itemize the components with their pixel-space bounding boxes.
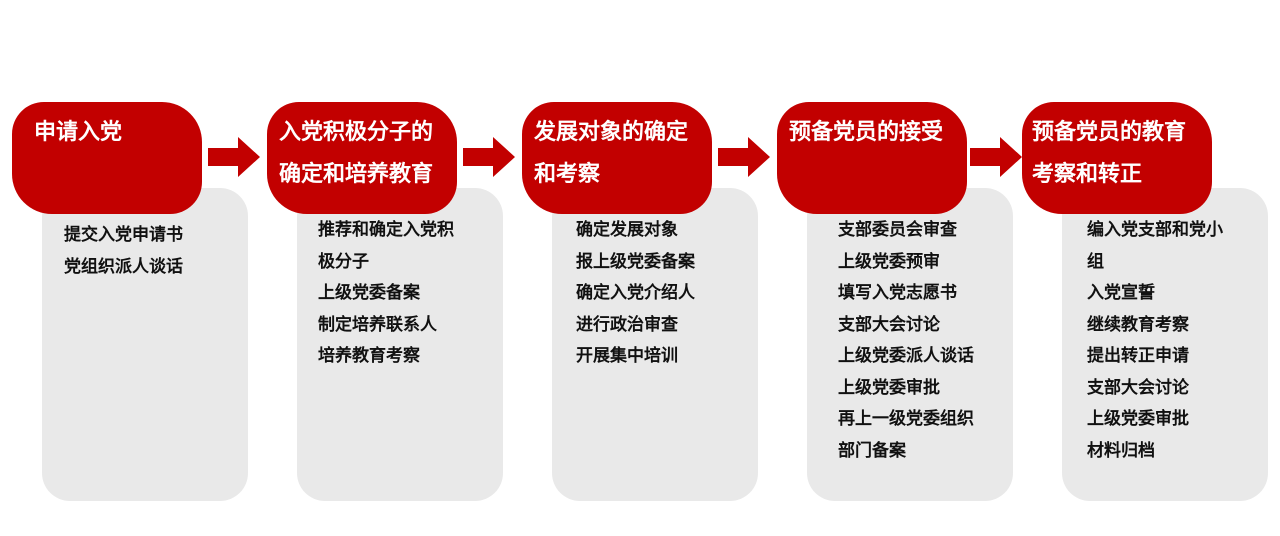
stage-title: 预备党员的教育 <box>1032 119 1187 145</box>
stage-title: 考察和转正 <box>1032 161 1143 187</box>
stage-title: 和考察 <box>534 161 601 187</box>
stage-title-box: 预备党员的接受 <box>777 102 967 214</box>
step-item: 极分子 <box>318 251 369 272</box>
step-item: 部门备案 <box>838 440 906 461</box>
step-item: 确定入党介绍人 <box>576 283 695 303</box>
right-arrow-icon <box>970 137 1022 177</box>
step-list: 推荐和确定入党积 极分子 上级党委备案 制定培养联系人 培养教育考察 <box>318 215 454 373</box>
stage-title: 发展对象的确定 <box>534 119 689 145</box>
step-item: 支部大会讨论 <box>838 314 940 335</box>
step-item: 支部委员会审查 <box>838 220 957 240</box>
stage-title: 确定和培养教育 <box>279 161 434 187</box>
stage-title: 申请入党 <box>34 119 123 145</box>
step-item: 开展集中培训 <box>576 346 678 366</box>
step-item: 上级党委审批 <box>838 377 940 398</box>
right-arrow-icon <box>718 137 770 177</box>
step-item: 确定发展对象 <box>576 220 678 240</box>
right-arrow-icon <box>463 137 515 177</box>
step-item: 上级党委备案 <box>318 283 420 303</box>
step-list: 支部委员会审查 上级党委预审 填写入党志愿书 支部大会讨论 上级党委派人谈话 上… <box>838 215 974 467</box>
stage-detail-card: 提交入党申请书 党组织派人谈话 <box>42 188 248 501</box>
stage-detail-card: 编入党支部和党小 组 入党宣誓 继续教育考察 提出转正申请 支部大会讨论 上级党… <box>1062 188 1268 501</box>
step-item: 入党宣誓 <box>1087 283 1155 303</box>
stage-title-box: 申请入党 <box>12 102 202 214</box>
step-item: 报上级党委备案 <box>576 251 695 272</box>
stage-title-box: 入党积极分子的 确定和培养教育 <box>267 102 457 214</box>
step-item: 提出转正申请 <box>1087 346 1189 366</box>
step-item: 推荐和确定入党积 <box>318 220 454 240</box>
step-item: 提交入党申请书 <box>64 225 183 245</box>
step-item: 继续教育考察 <box>1087 314 1189 335</box>
stage-title: 预备党员的接受 <box>789 119 944 145</box>
step-item: 上级党委预审 <box>838 251 940 272</box>
stage-detail-card: 推荐和确定入党积 极分子 上级党委备案 制定培养联系人 培养教育考察 <box>297 188 503 501</box>
step-item: 培养教育考察 <box>318 346 420 366</box>
step-item: 进行政治审查 <box>576 314 678 335</box>
step-list: 提交入党申请书 党组织派人谈话 <box>64 220 183 283</box>
step-item: 材料归档 <box>1087 440 1155 461</box>
step-item: 上级党委派人谈话 <box>838 346 974 366</box>
step-item: 上级党委审批 <box>1087 409 1189 429</box>
step-item: 制定培养联系人 <box>318 314 437 335</box>
step-item: 再上一级党委组织 <box>838 409 974 429</box>
step-item: 支部大会讨论 <box>1087 377 1189 398</box>
step-item: 编入党支部和党小 <box>1087 220 1223 240</box>
step-list: 编入党支部和党小 组 入党宣誓 继续教育考察 提出转正申请 支部大会讨论 上级党… <box>1087 215 1223 467</box>
step-item: 党组织派人谈话 <box>64 256 183 277</box>
right-arrow-icon <box>208 137 260 177</box>
stage-title: 入党积极分子的 <box>279 119 434 145</box>
step-item: 组 <box>1087 251 1104 272</box>
stage-title-box: 发展对象的确定 和考察 <box>522 102 712 214</box>
step-list: 确定发展对象 报上级党委备案 确定入党介绍人 进行政治审查 开展集中培训 <box>576 215 695 373</box>
stage-title-box: 预备党员的教育 考察和转正 <box>1022 102 1212 214</box>
stage-detail-card: 确定发展对象 报上级党委备案 确定入党介绍人 进行政治审查 开展集中培训 <box>552 188 758 501</box>
step-item: 填写入党志愿书 <box>838 283 957 303</box>
stage-detail-card: 支部委员会审查 上级党委预审 填写入党志愿书 支部大会讨论 上级党委派人谈话 上… <box>807 188 1013 501</box>
